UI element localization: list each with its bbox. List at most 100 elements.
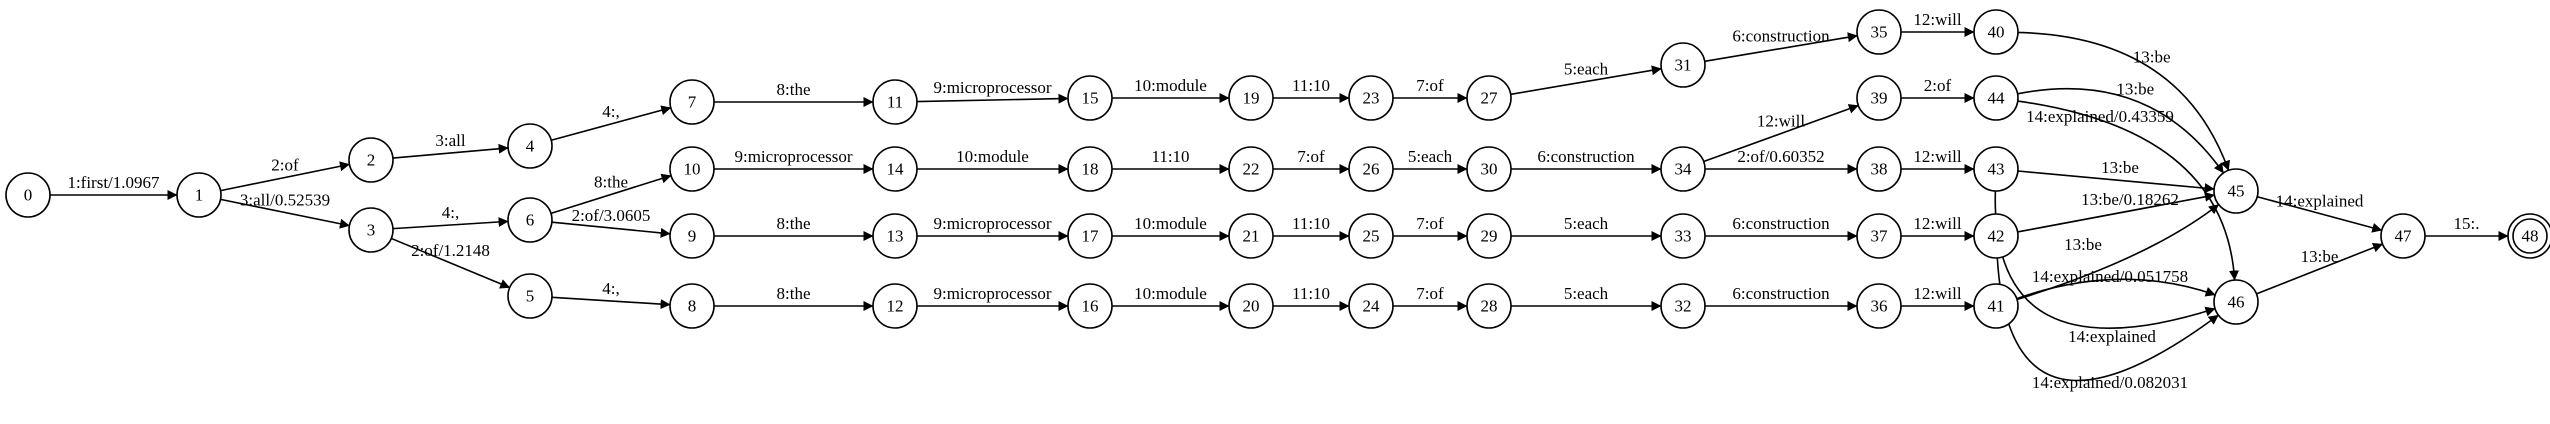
- state-node: 26: [1348, 146, 1394, 192]
- state-label: 17: [1082, 227, 1100, 246]
- state-node: 13: [872, 213, 918, 259]
- state-label: 25: [1363, 227, 1380, 246]
- edge-label: 6:construction: [1732, 284, 1830, 303]
- state-node: 25: [1348, 213, 1394, 259]
- edge-15-19: 10:module: [1112, 76, 1230, 103]
- state-node: 29: [1466, 213, 1512, 259]
- edge-label: 3:all: [435, 131, 465, 150]
- edge-label: 11:10: [1292, 214, 1330, 233]
- edge-label: 13:be: [2064, 235, 2102, 254]
- edge-label: 13:be: [2133, 48, 2171, 67]
- state-label: 10: [684, 160, 701, 179]
- edge-7-11: 8:the: [714, 80, 874, 107]
- state-node: 27: [1466, 75, 1512, 121]
- edge-label: 14:explained/0.43359: [2026, 107, 2174, 126]
- edge-38-43: 12:will: [1901, 147, 1975, 174]
- state-circle: [669, 146, 715, 192]
- edge-label: 9:microprocessor: [734, 147, 852, 166]
- state-node: 12: [872, 283, 918, 329]
- state-node: 35: [1856, 9, 1902, 55]
- state-node: 18: [1067, 146, 1113, 192]
- state-label: 33: [1675, 227, 1692, 246]
- state-node: 30: [1466, 146, 1512, 192]
- state-circle: [1660, 213, 1706, 259]
- state-label: 24: [1363, 297, 1381, 316]
- state-circle: [1348, 213, 1394, 259]
- edge-44-45: 13:be: [2017, 80, 2225, 174]
- edge-label: 4:,: [602, 279, 619, 298]
- edge-label: 4:,: [442, 203, 459, 222]
- state-circle: [669, 79, 715, 125]
- state-circle: [1348, 146, 1394, 192]
- final-state-node: 48: [2507, 213, 2550, 259]
- state-circle: [1466, 75, 1512, 121]
- edge-9-13: 8:the: [714, 214, 874, 241]
- edge-13-17: 9:microprocessor: [917, 214, 1069, 241]
- state-circle: [2213, 168, 2259, 214]
- edge-label: 2:of/0.60352: [1737, 147, 1824, 166]
- state-circle: [507, 273, 553, 319]
- state-circle: [1067, 213, 1113, 259]
- state-label: 28: [1481, 297, 1498, 316]
- edge-12-16: 9:microprocessor: [917, 284, 1069, 311]
- edge-label: 6:construction: [1537, 147, 1635, 166]
- state-label: 35: [1871, 23, 1888, 42]
- edge-label: 7:of: [1416, 214, 1444, 233]
- edge-18-22: 11:10: [1112, 147, 1230, 174]
- edge-47-48: 15:.: [2425, 214, 2509, 241]
- state-node: 40: [1973, 9, 2019, 55]
- edge-label: 14:explained: [2276, 192, 2364, 211]
- state-label: 18: [1082, 160, 1099, 179]
- state-node: 10: [669, 146, 715, 192]
- state-label: 4: [526, 137, 535, 156]
- state-circle: [1067, 75, 1113, 121]
- edge-41-46: 14:explained/0.051758: [2016, 267, 2216, 300]
- state-label: 15: [1082, 89, 1099, 108]
- edge-label: 10:module: [1134, 76, 1207, 95]
- edge-20-24: 11:10: [1273, 284, 1350, 311]
- edge-30-34: 6:construction: [1511, 147, 1662, 174]
- state-circle: [1228, 283, 1274, 329]
- edge-3-5: 2:of/1.2148: [391, 237, 511, 289]
- state-label: 26: [1363, 160, 1380, 179]
- edge-label: 7:of: [1416, 76, 1444, 95]
- state-circle: [1856, 213, 1902, 259]
- start-state-node: 0: [5, 172, 51, 218]
- edge-37-42: 12:will: [1901, 214, 1975, 241]
- state-label: 37: [1871, 227, 1889, 246]
- edge-34-38: 2:of/0.60352: [1705, 147, 1858, 174]
- state-label: 9: [688, 227, 697, 246]
- state-node: 21: [1228, 213, 1274, 259]
- edge-40-45: 13:be: [2017, 31, 2230, 171]
- state-label: 38: [1871, 160, 1888, 179]
- state-label: 46: [2228, 293, 2245, 312]
- state-label: 22: [1243, 160, 1260, 179]
- edge-arrow: [551, 221, 671, 238]
- state-node: 24: [1348, 283, 1394, 329]
- state-label: 32: [1675, 297, 1692, 316]
- edge-arrow: [1510, 65, 1662, 96]
- state-label: 12: [887, 297, 904, 316]
- edge-26-30: 5:each: [1393, 147, 1468, 174]
- state-node: 38: [1856, 146, 1902, 192]
- edge-1-3: 3:all/0.52539: [220, 191, 350, 229]
- edge-label: 12:will: [1913, 284, 1961, 303]
- edge-label: 2:of: [1924, 76, 1952, 95]
- state-circle: [1973, 213, 2019, 259]
- edge-label: 12:will: [1913, 147, 1961, 166]
- edge-arrow: [2017, 191, 2215, 233]
- state-circle: [1973, 9, 2019, 55]
- state-label: 27: [1481, 89, 1499, 108]
- state-node: 23: [1348, 75, 1394, 121]
- edge-arrow: [2017, 170, 2215, 194]
- edge-28-32: 5:each: [1511, 284, 1662, 311]
- state-node: 41: [1973, 283, 2019, 329]
- edge-arrow: [2017, 87, 2225, 174]
- state-node: 39: [1856, 75, 1902, 121]
- state-circle: [507, 123, 553, 169]
- edge-16-20: 10:module: [1112, 284, 1230, 311]
- state-node: 11: [872, 79, 918, 125]
- state-circle: [1973, 146, 2019, 192]
- edge-label: 9:microprocessor: [933, 284, 1051, 303]
